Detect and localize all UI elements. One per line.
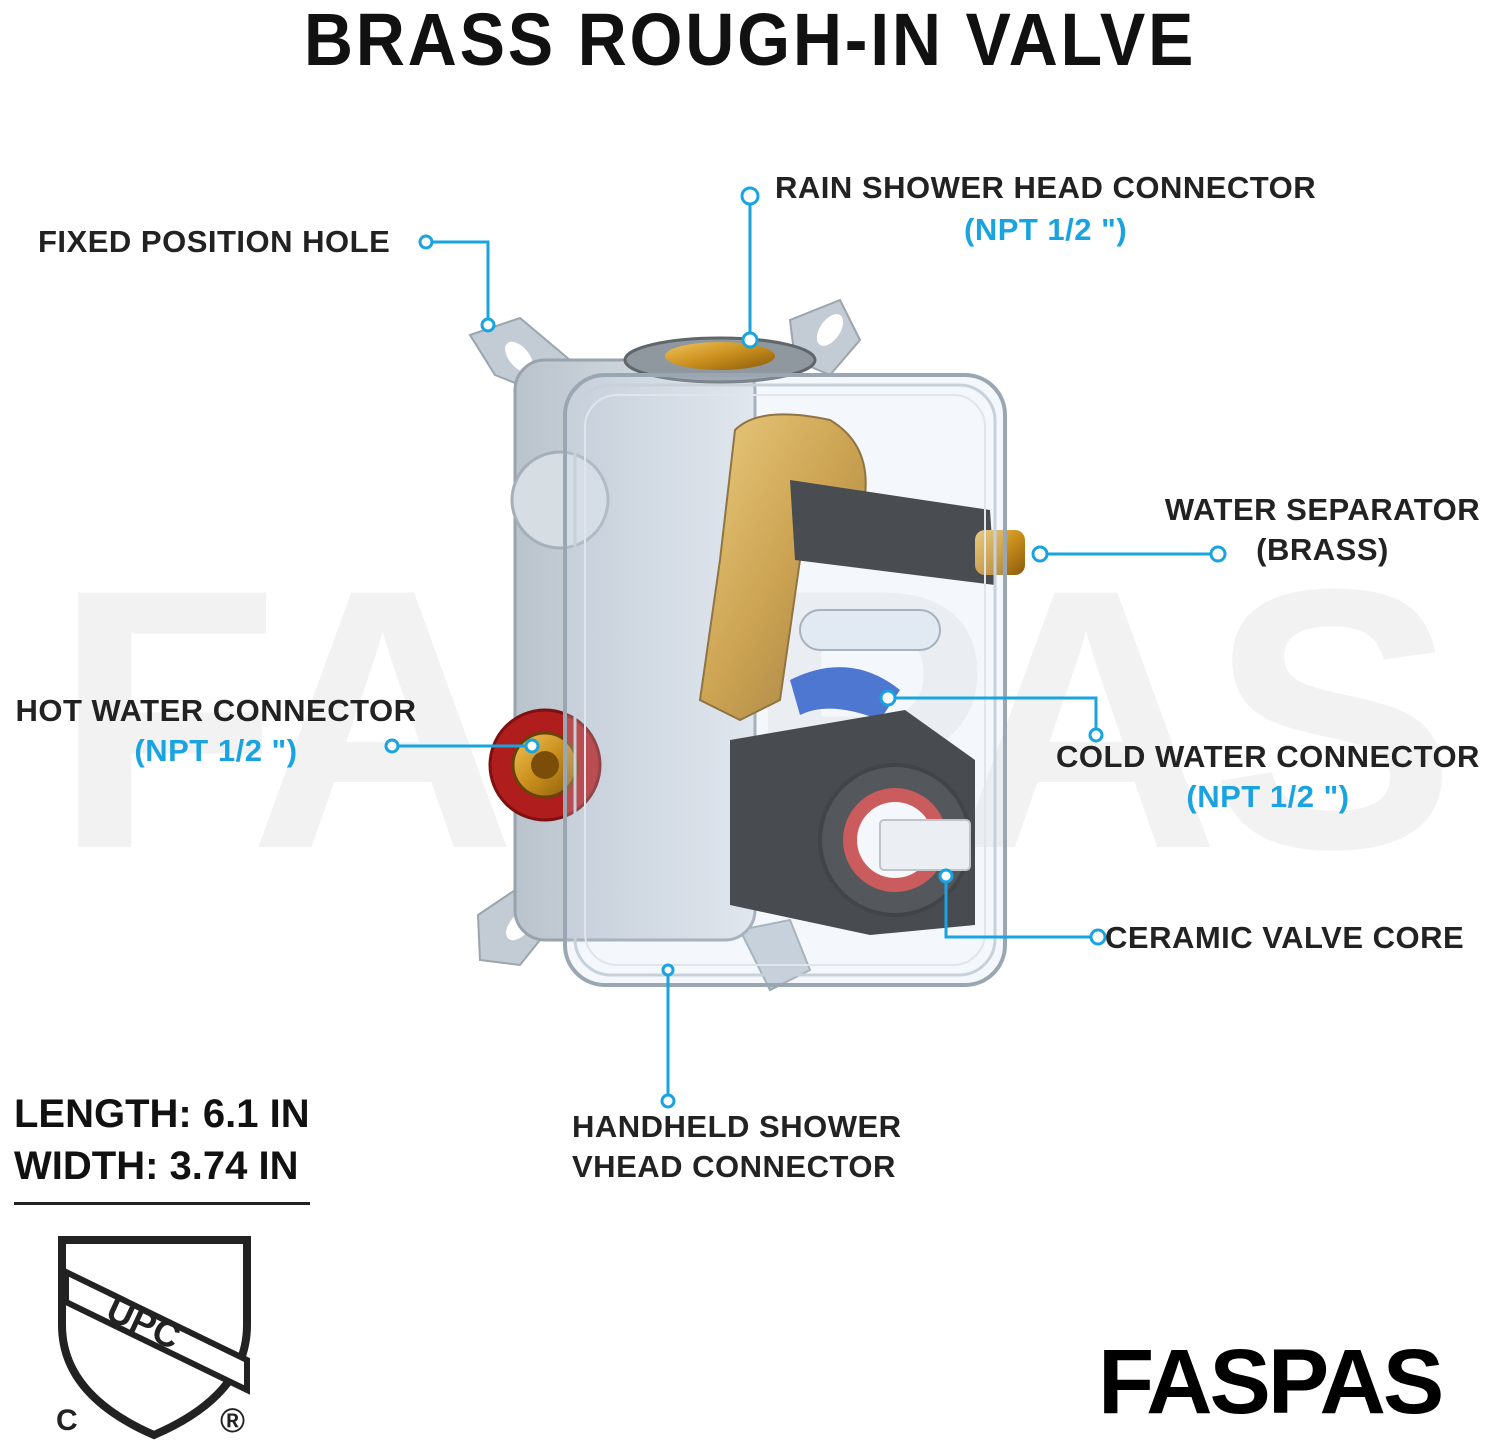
leader-ceramic-core (944, 876, 1096, 939)
brand-logo: FASPAS (1098, 1331, 1444, 1433)
callout-label: HANDHELD SHOWER (572, 1109, 902, 1144)
dimensions-block: LENGTH: 6.1 IN WIDTH: 3.74 IN (14, 1088, 314, 1205)
callout-cold-water: COLD WATER CONNECTOR (NPT 1/2 ") (1038, 739, 1498, 815)
callout-ceramic-core: CERAMIC VALVE CORE (1105, 920, 1464, 956)
upc-certification-icon: UPC C ® (56, 1236, 251, 1440)
callout-sub: (NPT 1/2 ") (964, 212, 1128, 247)
callout-fixed-position-hole: FIXED POSITION HOLE (38, 224, 390, 260)
callout-sub: VHEAD CONNECTOR (572, 1149, 896, 1184)
registered-mark: ® (220, 1402, 245, 1440)
callout-handheld-shower: HANDHELD SHOWER VHEAD CONNECTOR (572, 1109, 902, 1185)
page-title: BRASS ROUGH-IN VALVE (303, 0, 1197, 81)
c-mark: C (56, 1404, 78, 1437)
callout-label: HOT WATER CONNECTOR (15, 693, 417, 728)
width-text: WIDTH: 3.74 IN (14, 1144, 299, 1188)
callout-sub: (NPT 1/2 ") (1186, 779, 1350, 814)
length-text: LENGTH: 6.1 IN (14, 1092, 310, 1136)
callout-water-separator: WATER SEPARATOR (BRASS) (1150, 492, 1495, 568)
leader-cold-water (888, 696, 1098, 733)
callout-sub: (NPT 1/2 ") (134, 733, 298, 768)
callout-label: WATER SEPARATOR (1164, 492, 1481, 527)
callout-hot-water: HOT WATER CONNECTOR (NPT 1/2 ") (0, 693, 432, 769)
callout-rain-shower-head: RAIN SHOWER HEAD CONNECTOR (NPT 1/2 ") (775, 170, 1316, 248)
callout-label: RAIN SHOWER HEAD CONNECTOR (775, 170, 1317, 205)
leader-fixed-position-hole (426, 240, 490, 323)
upc-text: UPC (101, 1288, 187, 1357)
callout-label: FIXED POSITION HOLE (38, 224, 391, 259)
callout-label: CERAMIC VALVE CORE (1105, 920, 1465, 955)
callout-sub: (BRASS) (1256, 532, 1389, 567)
callout-label: COLD WATER CONNECTOR (1056, 739, 1480, 774)
divider (14, 1202, 310, 1205)
